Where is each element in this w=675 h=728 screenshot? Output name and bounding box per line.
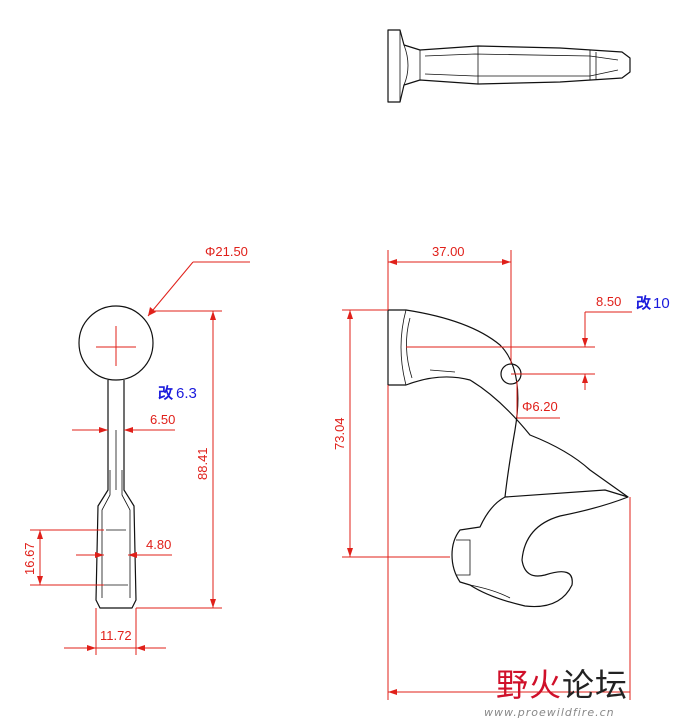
dim-hole-diameter: Φ6.20 — [522, 399, 558, 414]
revision-value-neck: 6.3 — [176, 385, 197, 402]
top-view — [387, 29, 631, 103]
dim-ball-diameter: Φ21.50 — [205, 244, 248, 259]
revision-mark-neck: 改 — [158, 384, 174, 402]
revision-mark-hole: 改 — [636, 294, 652, 312]
dim-side-height: 73.04 — [332, 417, 347, 450]
watermark-title-part3: 论坛 — [562, 666, 629, 704]
dimension-lines — [30, 250, 632, 700]
watermark: 野火论坛 www.proewildfire.cn — [478, 660, 673, 726]
dim-top-length: 37.00 — [432, 244, 465, 259]
dim-base-width: 11.72 — [100, 628, 132, 643]
dim-body-height: 16.67 — [22, 542, 37, 575]
dim-hole-offset: 8.50 — [596, 294, 621, 309]
watermark-title-part1: 野 — [496, 666, 530, 704]
dim-neck-width: 6.50 — [150, 412, 175, 427]
dim-overall-height-front: 88.41 — [195, 447, 210, 480]
front-view — [78, 305, 154, 609]
watermark-title-part2: 火 — [529, 666, 563, 704]
watermark-url: www.proewildfire.cn — [484, 706, 615, 719]
dim-slot-width: 4.80 — [146, 537, 171, 552]
revision-value-hole: 10 — [653, 295, 670, 312]
watermark-title: 野火论坛 — [496, 660, 628, 706]
side-view — [387, 309, 629, 608]
